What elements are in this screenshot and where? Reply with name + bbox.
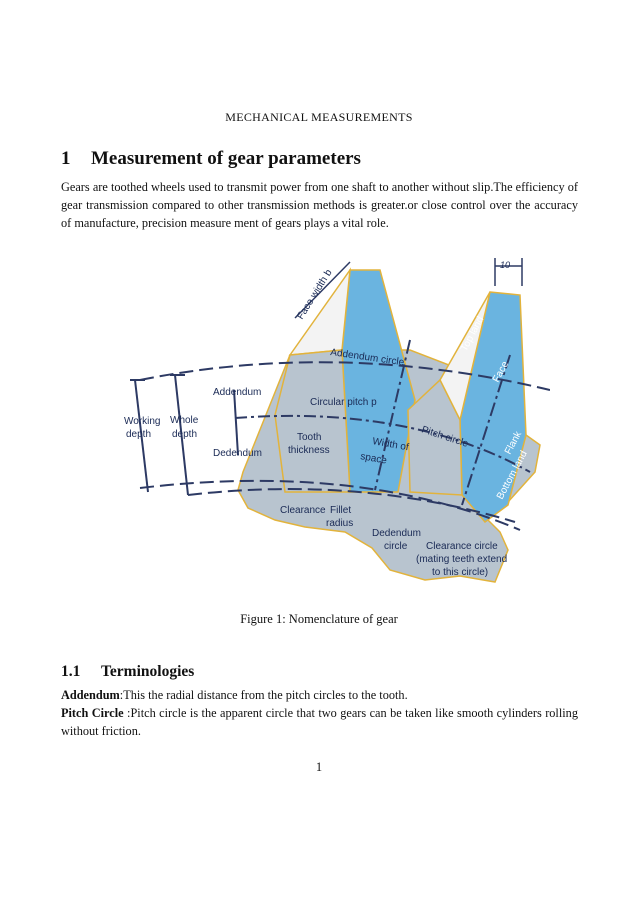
- subsection-heading: 1.1 Terminologies: [61, 663, 194, 681]
- label-fillet-radius-1: Fillet: [330, 505, 351, 516]
- label-whole-depth-2: depth: [172, 429, 197, 440]
- label-clearance-circle-1: Clearance circle: [426, 541, 498, 552]
- label-circular-pitch: Circular pitch p: [310, 397, 377, 408]
- page-header: MECHANICAL MEASUREMENTS: [225, 110, 413, 124]
- gear-nomenclature-figure: Face width b 10 Addendum circle Top land…: [110, 240, 551, 600]
- label-ten: 10: [500, 260, 510, 270]
- clearance-circle-line: [139, 479, 521, 531]
- section-number: 1: [61, 148, 71, 169]
- subsection-title: Terminologies: [101, 663, 195, 680]
- label-fillet-radius-2: radius: [326, 518, 353, 529]
- page-number: 1: [315, 760, 323, 774]
- section-title: Measurement of gear parameters: [91, 148, 361, 169]
- term-label: Addendum: [61, 688, 120, 702]
- label-working-depth-1: Working: [124, 416, 161, 427]
- gear-diagram: Face width b 10 Addendum circle Top land…: [124, 258, 551, 583]
- subsection-number: 1.1: [61, 663, 81, 680]
- label-dedendum: Dedendum: [213, 448, 262, 459]
- label-width-of-space-2: space: [359, 451, 388, 467]
- dedendum-circle-line: [187, 488, 516, 523]
- term-definition: :This the radial distance from the pitch…: [119, 688, 408, 702]
- label-addendum: Addendum: [213, 387, 261, 398]
- right-tooth-flank: [407, 378, 463, 496]
- pitch-circle-line: [234, 414, 531, 473]
- term-pitch-circle: Pitch Circle :Pitch circle is the appare…: [61, 704, 578, 740]
- label-clearance-circle-2: (mating teeth extend: [416, 554, 507, 565]
- label-tooth-thickness-2: thickness: [288, 445, 330, 456]
- term-label: Pitch Circle: [61, 706, 128, 720]
- label-dedendum-circle-2: circle: [384, 541, 408, 552]
- figure-caption: Figure 1: Nomenclature of gear: [240, 612, 398, 626]
- left-tooth-flank: [274, 349, 351, 493]
- label-clearance: Clearance: [280, 505, 326, 516]
- label-tooth-thickness-1: Tooth: [297, 432, 321, 443]
- label-dedendum-circle-1: Dedendum: [372, 528, 421, 539]
- section-heading: 1 Measurement of gear parameters: [61, 148, 361, 170]
- label-clearance-circle-3: to this circle): [432, 567, 488, 578]
- term-addendum: Addendum:This the radial distance from t…: [61, 686, 578, 704]
- label-working-depth-2: depth: [126, 429, 151, 440]
- addendum-circle-line: [139, 361, 551, 391]
- intro-paragraph: Gears are toothed wheels used to transmi…: [61, 180, 578, 230]
- label-whole-depth-1: Whole: [170, 415, 199, 426]
- term-definition: :Pitch circle is the apparent circle tha…: [61, 706, 578, 738]
